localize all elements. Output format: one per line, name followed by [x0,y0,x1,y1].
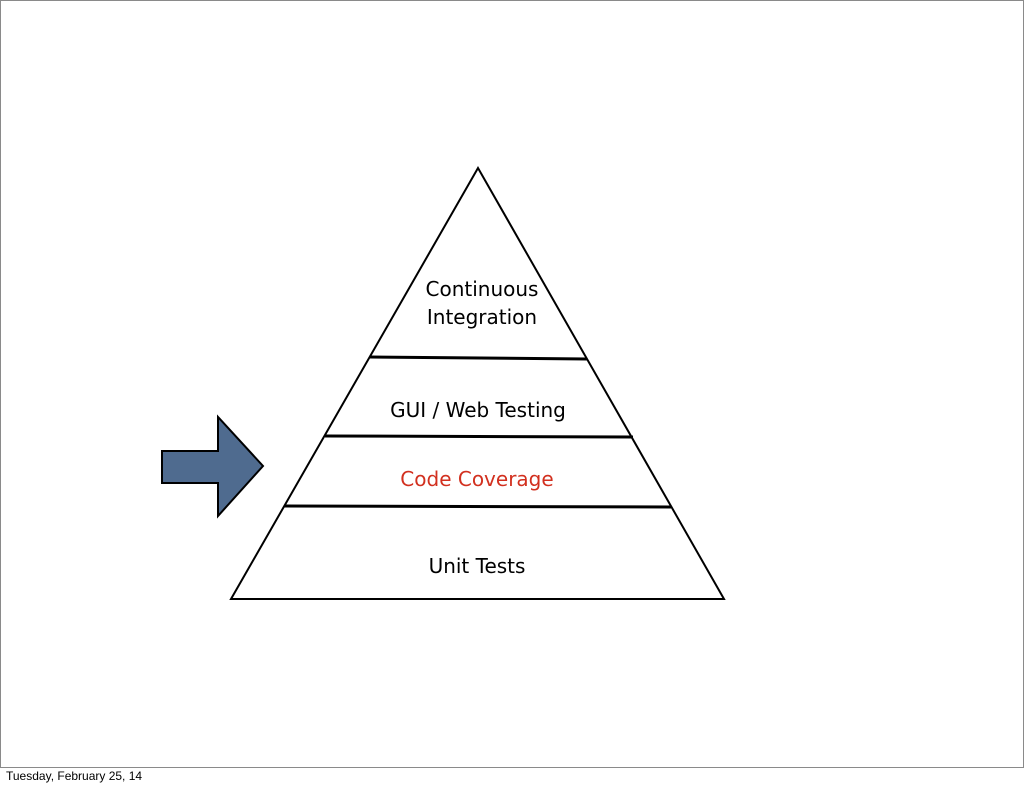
layer-label-gui-web-testing: GUI / Web Testing [390,398,566,422]
footer-date: Tuesday, February 25, 14 [6,769,143,783]
divider-ci-gui [369,355,588,361]
footer-bar [0,768,1024,788]
divider-gui-coverage [324,434,634,439]
divider-coverage-unit [283,504,672,509]
pyramid-outline [229,165,726,600]
testing-pyramid-diagram: Continuous Integration GUI / Web Testing… [161,165,726,600]
layer-label-code-coverage: Code Coverage [400,467,553,491]
layer-label-integration: Integration [427,305,537,329]
layer-label-unit-tests: Unit Tests [429,554,526,578]
pointer-arrow-icon [161,414,265,519]
layer-label-continuous: Continuous [426,277,539,301]
